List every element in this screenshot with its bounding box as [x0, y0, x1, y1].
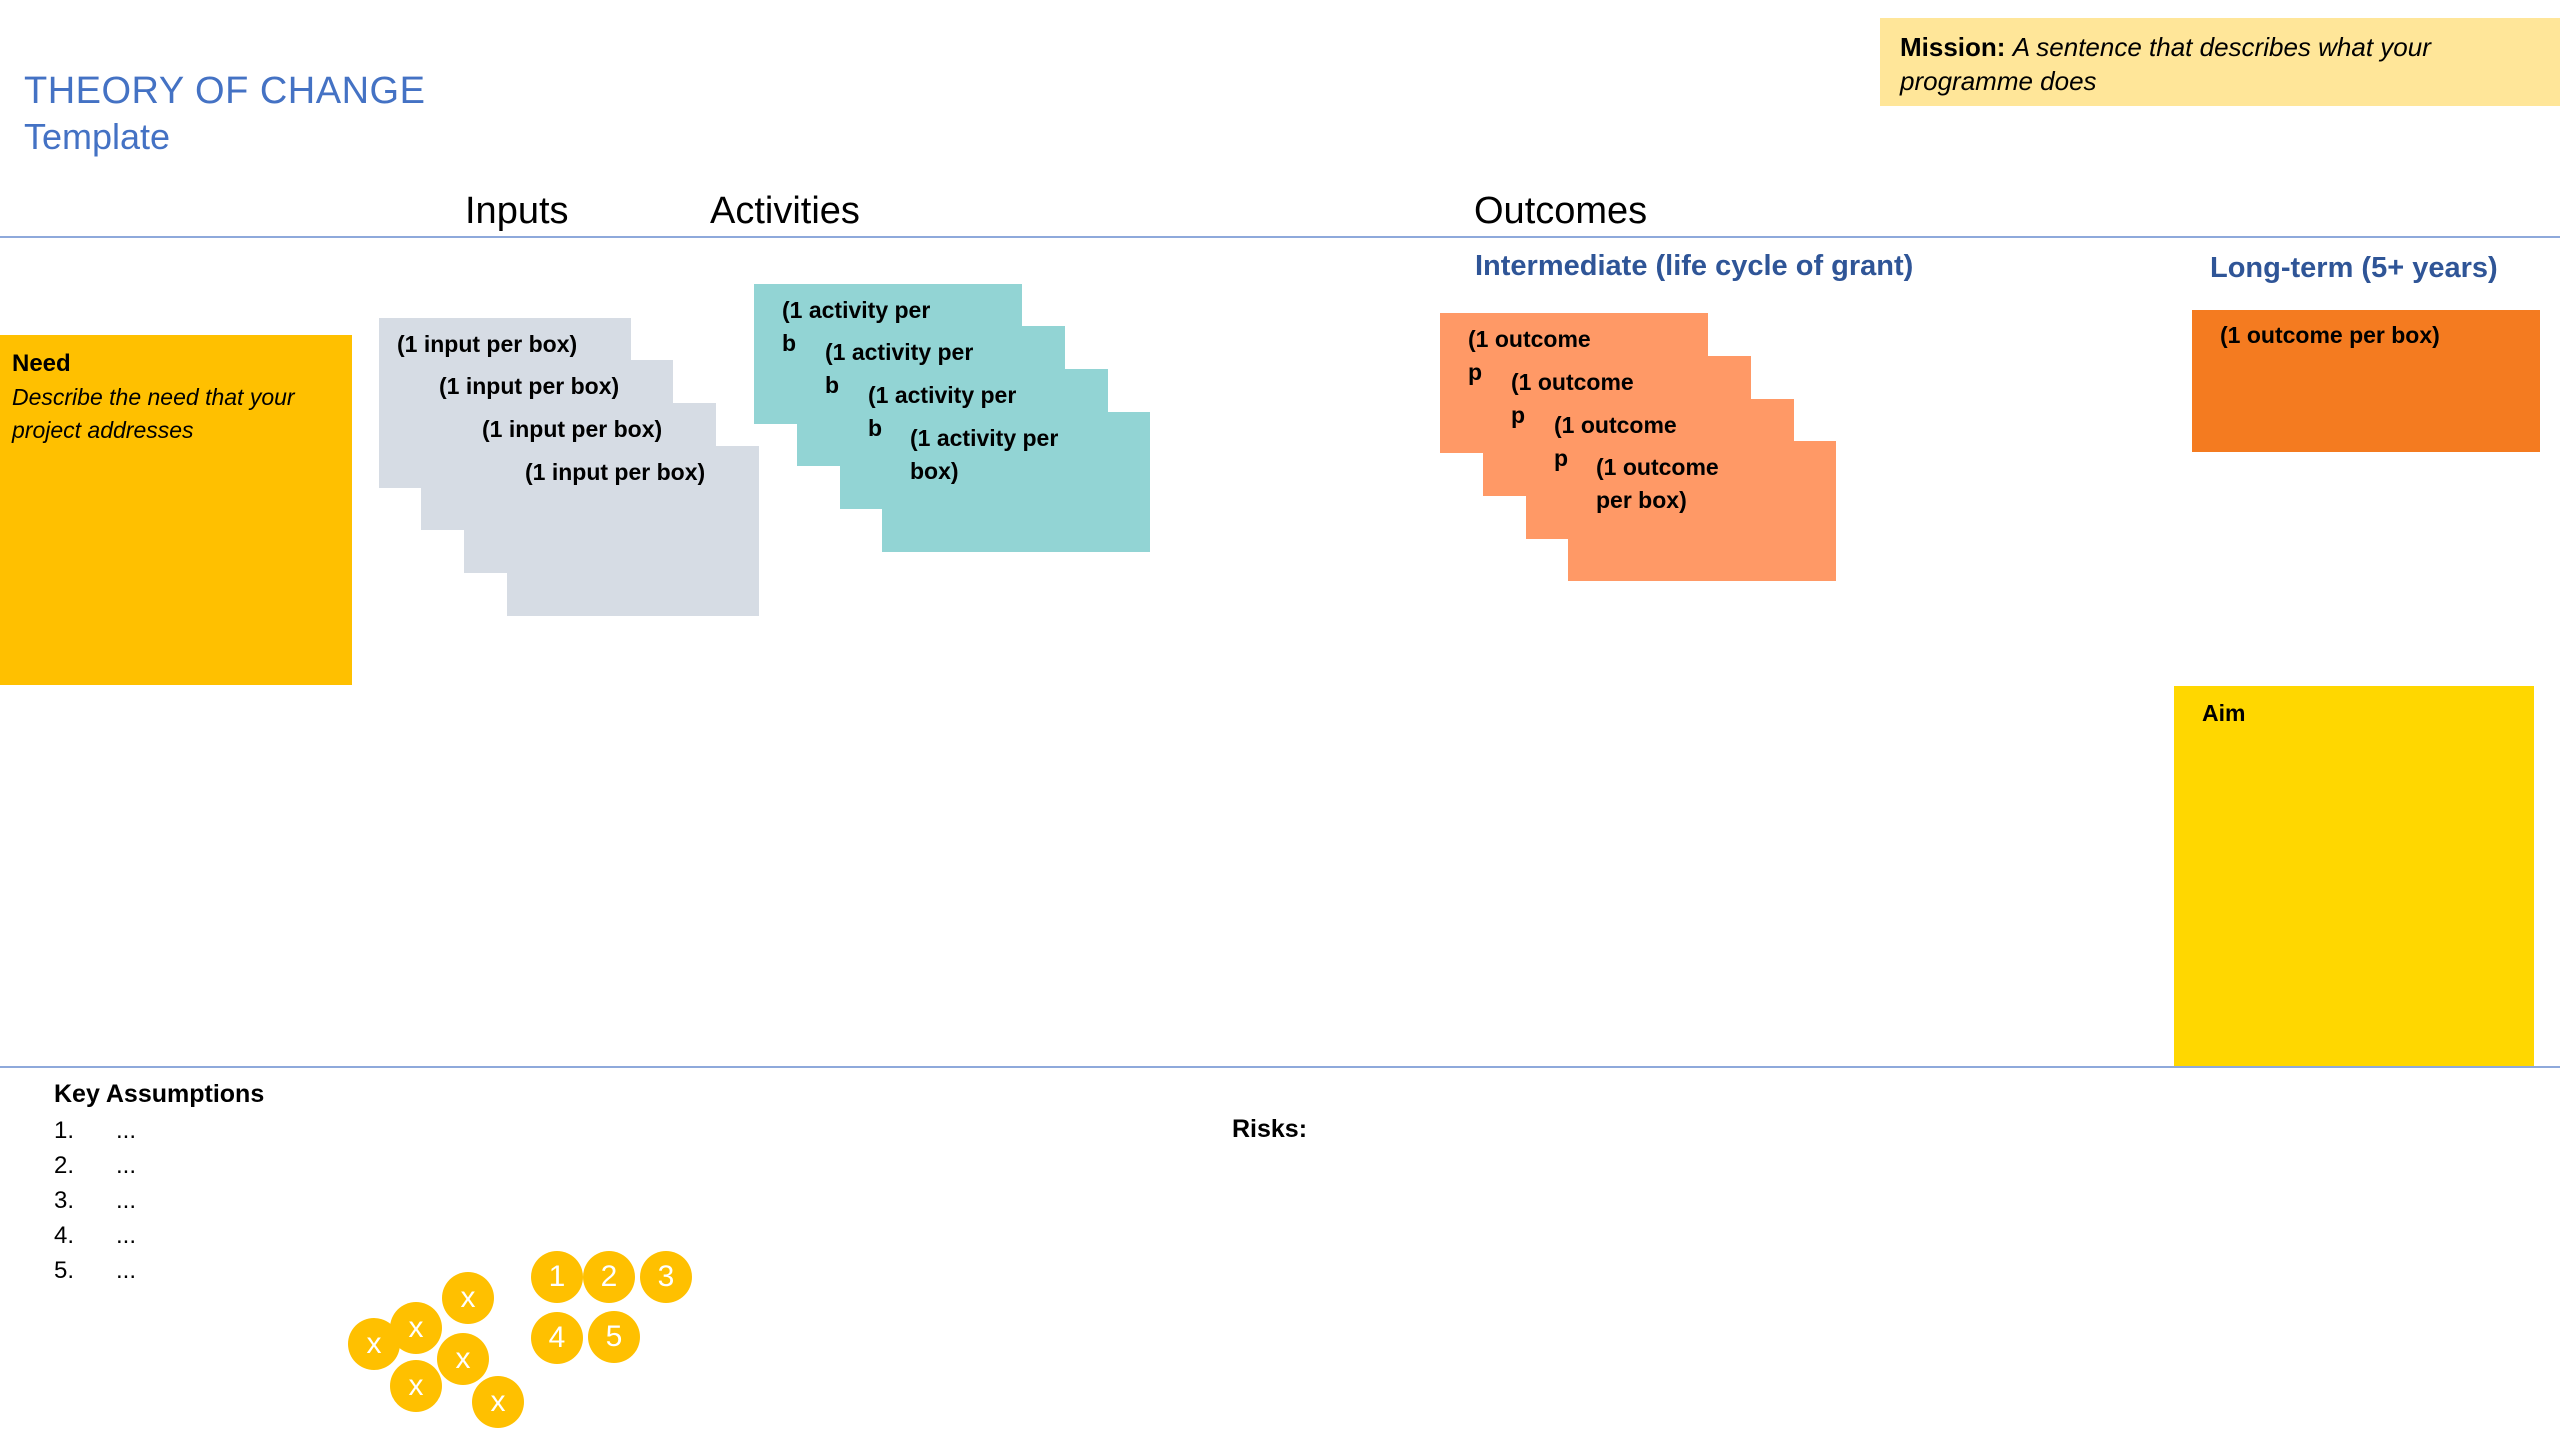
number-circle[interactable]: 1	[531, 1251, 583, 1303]
assumption-text: ...	[116, 1187, 137, 1214]
page-title: THEORY OF CHANGE	[24, 70, 426, 112]
mission-label: Mission:	[1900, 32, 2006, 62]
footer-divider	[0, 1066, 2560, 1068]
assumption-number: 3.	[54, 1187, 75, 1214]
assumption-number: 1.	[54, 1117, 75, 1144]
key-assumptions-title: Key Assumptions	[54, 1080, 265, 1108]
assumption-item: 4....	[54, 1222, 136, 1250]
x-circle[interactable]: x	[472, 1376, 524, 1428]
number-circle[interactable]: 3	[640, 1251, 692, 1303]
assumption-text: ...	[116, 1152, 137, 1179]
x-circle[interactable]: x	[442, 1272, 494, 1324]
page-subtitle: Template	[24, 116, 171, 157]
need-box: Need Describe the need that your project…	[0, 335, 352, 685]
assumption-item: 3....	[54, 1187, 136, 1215]
mission-box: Mission: A sentence that describes what …	[1880, 18, 2560, 106]
risks-label: Risks:	[1232, 1115, 1308, 1143]
input-card: (1 input per box)	[507, 446, 759, 616]
need-label: Need	[12, 350, 71, 377]
outcomes-header: Outcomes	[1474, 190, 1648, 232]
assumption-text: ...	[116, 1117, 137, 1144]
need-description: Describe the need that your project addr…	[12, 384, 295, 443]
assumption-number: 5.	[54, 1257, 75, 1284]
aim-box: Aim	[2174, 686, 2534, 1068]
number-circle[interactable]: 2	[583, 1251, 635, 1303]
aim-label: Aim	[2202, 700, 2246, 726]
long-term-subhead: Long-term (5+ years)	[2210, 252, 2498, 284]
assumption-text: ...	[116, 1222, 137, 1249]
intermediate-outcome-card: (1 outcome per box)	[1568, 441, 1836, 581]
x-circle[interactable]: x	[437, 1333, 489, 1385]
assumption-number: 4.	[54, 1222, 75, 1249]
number-circle[interactable]: 4	[531, 1312, 583, 1364]
x-circle[interactable]: x	[348, 1318, 400, 1370]
x-circle[interactable]: x	[390, 1360, 442, 1412]
long-term-outcome-card: (1 outcome per box)	[2192, 310, 2540, 452]
assumption-item: 1....	[54, 1117, 136, 1145]
mission-text: A sentence that describes what your prog…	[1900, 32, 2431, 96]
header-divider	[0, 236, 2560, 238]
assumption-item: 5....	[54, 1257, 136, 1285]
assumption-item: 2....	[54, 1152, 136, 1180]
inputs-header: Inputs	[465, 190, 569, 232]
activity-card: (1 activity per box)	[882, 412, 1150, 552]
number-circle[interactable]: 5	[588, 1311, 640, 1363]
intermediate-subhead: Intermediate (life cycle of grant)	[1475, 250, 1914, 282]
assumption-text: ...	[116, 1257, 137, 1284]
assumption-number: 2.	[54, 1152, 75, 1179]
activities-header: Activities	[710, 190, 860, 232]
